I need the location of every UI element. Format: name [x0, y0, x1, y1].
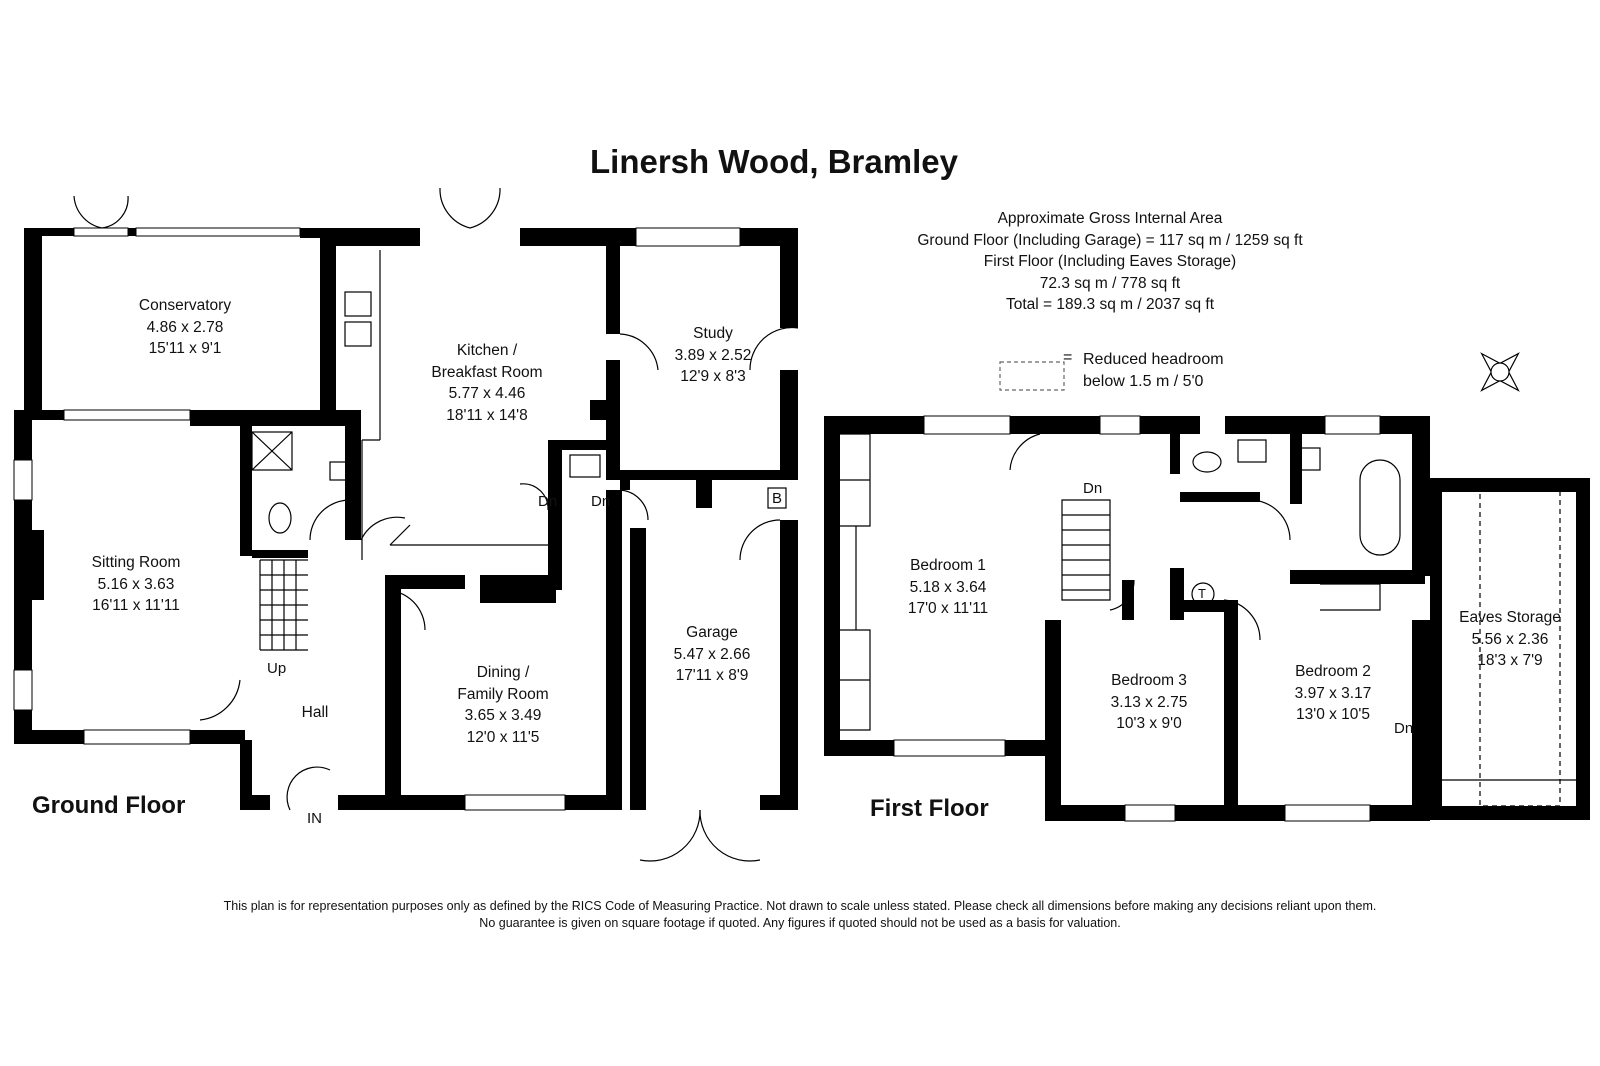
entrance-label: IN: [307, 810, 322, 827]
room-name: Kitchen /: [456, 342, 518, 359]
room-metric: 5.16 x 3.63: [97, 575, 175, 593]
boiler-label: B: [772, 490, 783, 507]
room-kitchen: Kitchen / Breakfast Room 5.77 x 4.46 18'…: [431, 340, 542, 426]
room-name: Bedroom 2: [1295, 663, 1371, 680]
room-imperial: 12'9 x 8'3: [680, 368, 746, 385]
room-name: Eaves Storage: [1459, 609, 1561, 626]
room-metric: 5.77 x 4.46: [448, 385, 526, 402]
area-ground: Ground Floor (Including Garage) = 117 sq…: [917, 231, 1303, 249]
page-title: Linersh Wood, Bramley: [590, 143, 958, 180]
room-metric: 5.18 x 3.64: [909, 578, 987, 596]
room-imperial: 18'11 x 14'8: [446, 406, 528, 424]
gross-area-block: Approximate Gross Internal Area Ground F…: [880, 208, 1340, 316]
room-dining: Dining / Family Room 3.65 x 3.49 12'0 x …: [457, 662, 548, 748]
room-imperial: 12'0 x 11'5: [466, 728, 540, 746]
legend-line2: below 1.5 m / 5'0: [1083, 373, 1204, 390]
first-floor-label: First Floor: [870, 795, 989, 822]
ground-floor-label: Ground Floor: [32, 792, 186, 819]
room-imperial: 10'3 x 9'0: [1116, 715, 1182, 732]
room-imperial: 13'0 x 10'5: [1295, 706, 1371, 723]
room-bedroom-3: Bedroom 3 3.13 x 2.75 10'3 x 9'0: [1111, 670, 1188, 735]
room-name: Hall: [301, 704, 329, 721]
room-metric: 3.65 x 3.49: [464, 707, 542, 724]
room-name: Conservatory: [138, 297, 232, 314]
disclaimer-line2: No guarantee is given on square footage …: [479, 916, 1121, 930]
room-metric: 4.86 x 2.78: [146, 318, 224, 336]
room-hall: Hall: [302, 702, 329, 724]
room-name: Bedroom 3: [1111, 672, 1187, 689]
legend-line1: Reduced headroom: [1083, 351, 1224, 368]
legend-text: Reduced headroom below 1.5 m / 5'0: [1083, 349, 1224, 393]
disclaimer-line1: This plan is for representation purposes…: [223, 899, 1377, 913]
room-imperial: 17'11 x 8'9: [675, 667, 749, 684]
room-imperial: 18'3 x 7'9: [1477, 652, 1543, 669]
legend-equals: =: [1063, 349, 1073, 366]
room-conservatory: Conservatory 4.86 x 2.78 15'11 x 9'1: [139, 295, 231, 360]
room-bedroom-1: Bedroom 1 5.18 x 3.64 17'0 x 11'11: [908, 555, 988, 620]
area-first-b: 72.3 sq m / 778 sq ft: [1039, 274, 1181, 292]
room-imperial: 15'11 x 9'1: [148, 340, 222, 357]
stairs-up-label: Up: [267, 660, 287, 677]
room-metric: 3.97 x 3.17: [1294, 684, 1372, 702]
tank-label: T: [1198, 586, 1206, 601]
area-first-a: First Floor (Including Eaves Storage): [983, 253, 1237, 270]
eaves-down-label: Dn: [1394, 720, 1414, 737]
room-sitting: Sitting Room 5.16 x 3.63 16'11 x 11'11: [92, 552, 181, 617]
room-metric: 3.89 x 2.52: [674, 346, 752, 364]
stairs-down-label-2: Dn: [591, 493, 611, 510]
room-metric: 5.56 x 2.36: [1471, 630, 1549, 648]
room-metric: 3.13 x 2.75: [1110, 693, 1188, 711]
room-name: Bedroom 1: [910, 557, 986, 574]
room-name-2: Breakfast Room: [431, 363, 543, 381]
compass-icon: [1480, 352, 1520, 392]
room-name: Study: [693, 325, 733, 342]
room-imperial: 17'0 x 11'11: [907, 600, 989, 617]
room-eaves-storage: Eaves Storage 5.56 x 2.36 18'3 x 7'9: [1459, 607, 1561, 672]
room-bedroom-2: Bedroom 2 3.97 x 3.17 13'0 x 10'5: [1295, 661, 1372, 726]
disclaimer: This plan is for representation purposes…: [0, 898, 1600, 932]
area-heading: Approximate Gross Internal Area: [997, 210, 1223, 227]
room-name-2: Family Room: [457, 685, 549, 703]
room-name: Dining /: [476, 664, 530, 681]
room-name: Sitting Room: [91, 554, 181, 571]
area-total: Total = 189.3 sq m / 2037 sq ft: [1005, 296, 1215, 313]
room-study: Study 3.89 x 2.52 12'9 x 8'3: [675, 323, 752, 388]
room-garage: Garage 5.47 x 2.66 17'11 x 8'9: [674, 622, 751, 687]
room-name: Garage: [686, 624, 738, 641]
stairs-down-label-first: Dn: [1083, 480, 1103, 497]
room-imperial: 16'11 x 11'11: [92, 597, 180, 614]
stairs-down-label-1: Dn: [538, 493, 558, 510]
room-metric: 5.47 x 2.66: [673, 645, 751, 663]
